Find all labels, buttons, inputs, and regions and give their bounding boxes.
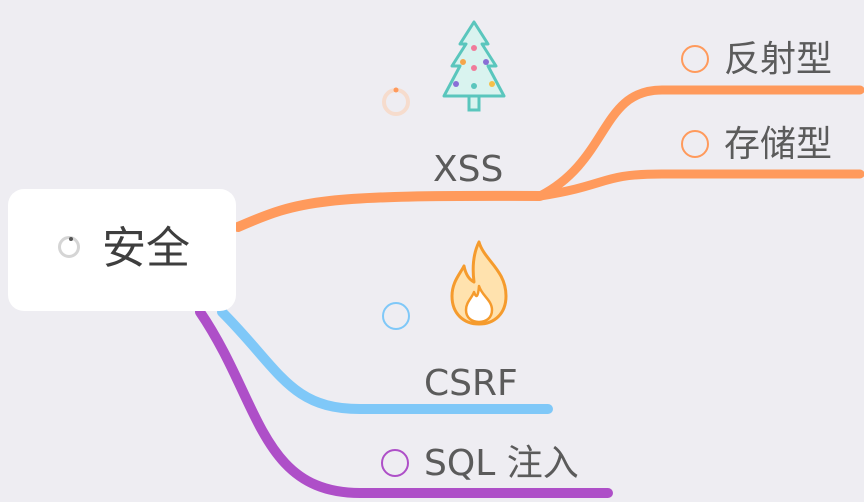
node-sql-marker-icon [381, 449, 409, 477]
edge-xss-reflected [535, 85, 864, 201]
node-stored[interactable]: 存储型 [724, 124, 833, 165]
csrf-progress-icon [382, 302, 410, 330]
christmas-tree-icon [442, 20, 506, 112]
root-node[interactable] [8, 189, 236, 311]
node-xss[interactable]: XSS [433, 149, 504, 190]
edge-xss-stored [535, 169, 864, 201]
node-stored-marker-icon [681, 130, 709, 158]
node-sql-injection[interactable]: SQL 注入 [424, 443, 579, 484]
edge-root-xss [233, 190, 545, 232]
node-reflected[interactable]: 反射型 [724, 39, 833, 80]
root-progress-icon [58, 236, 80, 258]
edge-root-sql [195, 307, 613, 498]
xss-progress-icon [382, 87, 410, 116]
node-reflected-marker-icon [681, 45, 709, 73]
fire-icon [450, 240, 508, 326]
edge-root-csrf [217, 307, 553, 414]
node-csrf[interactable]: CSRF [424, 363, 518, 404]
root-label[interactable]: 安全 [102, 223, 190, 274]
